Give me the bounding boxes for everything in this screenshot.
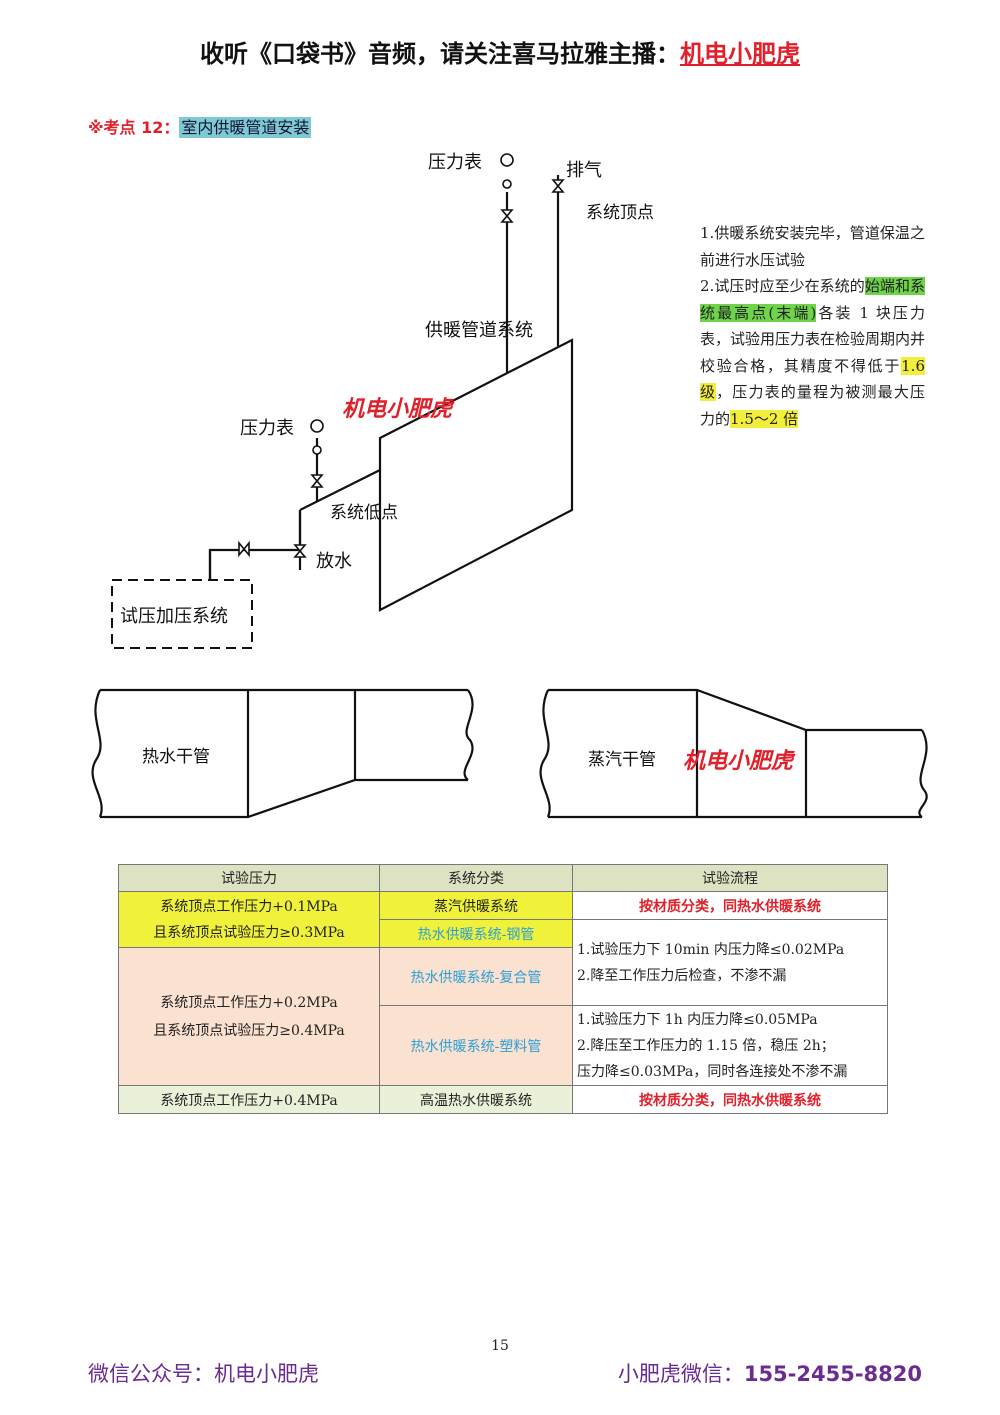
header-text: 收听《口袋书》音频，请关注喜马拉雅主播： <box>200 40 680 68</box>
cell-class: 蒸汽供暖系统 <box>379 891 573 920</box>
label-system-top: 系统顶点 <box>586 203 654 223</box>
cell-flow: 按材质分类，同热水供暖系统 <box>572 1085 888 1114</box>
cell-class: 热水供暖系统-复合管 <box>379 947 573 1006</box>
notes-panel: 1.供暖系统安装完毕，管道保温之前进行水压试验 2.试压时应至少在系统的始端和系… <box>700 220 925 432</box>
section-topic: 室内供暖管道安装 <box>179 117 312 138</box>
header-brand-link[interactable]: 机电小肥虎 <box>680 40 800 68</box>
cell-flow: 按材质分类，同热水供暖系统 <box>572 891 888 920</box>
cell-text: 2.降至工作压力后检查，不渗不漏 <box>577 967 787 984</box>
pressure-test-diagram: 压力表 排气 系统顶点 供暖管道系统 机电小肥虎 压力表 系统低点 放水 试压加… <box>111 152 654 649</box>
cell-text: 且系统顶点试验压力≥0.4MPa <box>153 1022 345 1039</box>
cell-pressure: 系统顶点工作压力+0.1MPa 且系统顶点试验压力≥0.3MPa <box>118 891 380 948</box>
cell-text: 系统顶点工作压力+0.2MPa <box>160 994 338 1011</box>
footer-contact-label: 小肥虎微信： <box>617 1362 744 1386</box>
cell-class: 高温热水供暖系统 <box>379 1085 573 1114</box>
note-2: 2.试压时应至少在系统的始端和系统最高点(末端)各装 1 块压力表，试验用压力表… <box>700 273 925 432</box>
table-row: 系统顶点工作压力+0.4MPa 高温热水供暖系统 按材质分类，同热水供暖系统 <box>118 1085 888 1114</box>
col-header: 试验压力 <box>118 864 380 892</box>
cell-text: 系统顶点工作压力+0.1MPa <box>160 898 338 915</box>
cell-class: 热水供暖系统-钢管 <box>379 919 573 948</box>
page-header: 收听《口袋书》音频，请关注喜马拉雅主播：机电小肥虎 <box>0 34 1000 69</box>
label-steam-main: 蒸汽干管 <box>588 750 656 770</box>
note-2-text-a: 2.试压时应至少在系统的 <box>700 277 865 295</box>
col-header: 试验流程 <box>572 864 888 892</box>
page-number: 15 <box>491 1338 509 1354</box>
pipe-reducer-diagram: 热水干管 蒸汽干管 机电小肥虎 <box>91 688 928 819</box>
cell-flow: 1.试验压力下 1h 内压力降≤0.05MPa 2.降压至工作压力的 1.15 倍… <box>572 1005 888 1086</box>
section-title: ※考点 12：室内供暖管道安装 <box>88 114 312 138</box>
note-2-text-b: 各装 1 块压力表，试验用压力表在检验周期内并校验合格，其精度不得低于 <box>700 303 926 375</box>
cell-text: 1.试验压力下 10min 内压力降≤0.02MPa <box>577 941 845 958</box>
pressure-test-table: 试验压力 系统分类 试验流程 系统顶点工作压力+0.1MPa 且系统顶点试验压力≥… <box>118 864 888 1114</box>
table-row: 热水供暖系统-钢管 1.试验压力下 10min 内压力降≤0.02MPa 2.降至… <box>119 919 888 1006</box>
label-system-name: 供暖管道系统 <box>425 320 533 341</box>
table-header-row: 试验压力 系统分类 试验流程 <box>118 864 888 892</box>
cell-text: 1.试验压力下 1h 内压力降≤0.05MPa <box>577 1011 818 1028</box>
col-header: 系统分类 <box>379 864 573 892</box>
cell-text: 且系统顶点试验压力≥0.3MPa <box>153 924 345 941</box>
watermark-pipes: 机电小肥虎 <box>683 749 796 774</box>
note-1: 1.供暖系统安装完毕，管道保温之前进行水压试验 <box>700 224 925 269</box>
footer-contact-number: 155-2455-8820 <box>743 1362 922 1386</box>
cell-pressure: 系统顶点工作压力+0.4MPa <box>118 1085 380 1114</box>
table-row: 系统顶点工作压力+0.1MPa 且系统顶点试验压力≥0.3MPa 蒸汽供暖系统 按… <box>118 891 888 948</box>
label-hot-water-main: 热水干管 <box>142 747 210 767</box>
cell-text: 2.降压至工作压力的 1.15 倍，稳压 2h； <box>577 1037 835 1054</box>
label-drain: 放水 <box>316 551 352 572</box>
footer-wechat-account: 微信公众号：机电小肥虎 <box>88 1362 319 1386</box>
cell-class: 热水供暖系统-塑料管 <box>379 1005 573 1086</box>
label-pressure-gauge-top: 压力表 <box>428 152 482 173</box>
table-row: 热水供暖系统-塑料管 1.试验压力下 1h 内压力降≤0.05MPa 2.降压至工… <box>119 1005 888 1086</box>
label-pump-system: 试压加压系统 <box>120 606 228 627</box>
cell-flow: 1.试验压力下 10min 内压力降≤0.02MPa 2.降至工作压力后检查，不渗… <box>572 919 888 1006</box>
footer-contact: 小肥虎微信：155-2455-8820 <box>618 1358 922 1388</box>
note-2-range: 1.5～2 倍 <box>730 409 799 428</box>
note-2-text-c: ，压力表的量程为被测最大压力的 <box>700 383 925 428</box>
label-system-low: 系统低点 <box>330 503 398 523</box>
label-vent: 排气 <box>566 160 602 181</box>
section-prefix: ※考点 12： <box>88 118 180 137</box>
watermark: 机电小肥虎 <box>342 397 455 422</box>
cell-pressure: 系统顶点工作压力+0.2MPa 且系统顶点试验压力≥0.4MPa <box>118 947 380 1086</box>
label-pressure-gauge-low: 压力表 <box>240 418 294 439</box>
cell-text: 压力降≤0.03MPa，同时各连接处不渗不漏 <box>577 1063 848 1080</box>
table-row: 系统顶点工作压力+0.2MPa 且系统顶点试验压力≥0.4MPa 热水供暖系统-复… <box>118 947 888 1086</box>
